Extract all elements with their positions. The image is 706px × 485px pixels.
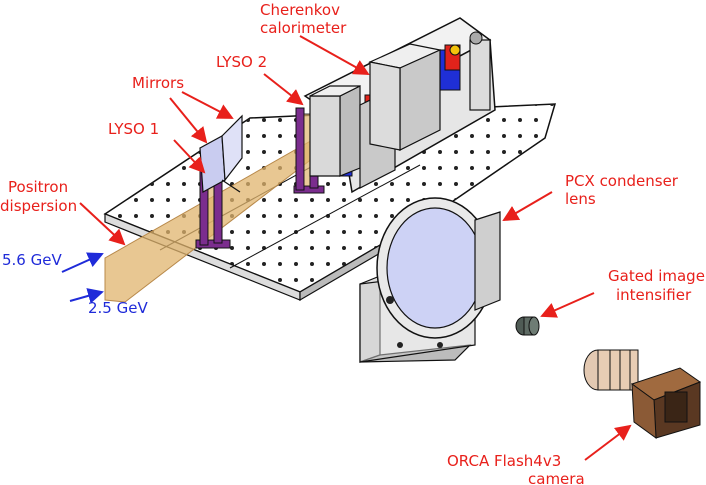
energy-low-label: 2.5 GeV xyxy=(88,299,148,317)
pcx-label-line1: PCX condenser xyxy=(565,172,679,190)
positron-label-line2: dispersion xyxy=(0,197,77,215)
gated-label-line1: Gated image xyxy=(608,267,705,285)
positron-label-line1: Positron xyxy=(8,178,68,196)
cherenkov-label-line1: Cherenkov xyxy=(260,1,340,19)
energy-high-label: 5.6 GeV xyxy=(2,251,62,269)
gated-image-intensifier xyxy=(515,316,540,336)
mirrors xyxy=(199,114,243,193)
pcx-label-line2: lens xyxy=(565,190,596,208)
cherenkov-label-line2: calorimeter xyxy=(260,19,347,37)
orca-label-line2: camera xyxy=(528,470,585,485)
lyso-2-label: LYSO 2 xyxy=(216,53,267,71)
gated-label-line2: intensifier xyxy=(616,286,692,304)
mirrors-label: Mirrors xyxy=(132,74,184,92)
pcx-condenser-lens xyxy=(359,197,501,363)
annotation-arrows xyxy=(61,35,632,461)
lyso-1-crystal xyxy=(195,167,231,249)
orca-camera xyxy=(583,349,702,440)
orca-label-line1: ORCA Flash4v3 xyxy=(447,452,561,470)
cherenkov-calorimeter xyxy=(303,17,496,194)
lyso-1-label: LYSO 1 xyxy=(108,120,159,138)
